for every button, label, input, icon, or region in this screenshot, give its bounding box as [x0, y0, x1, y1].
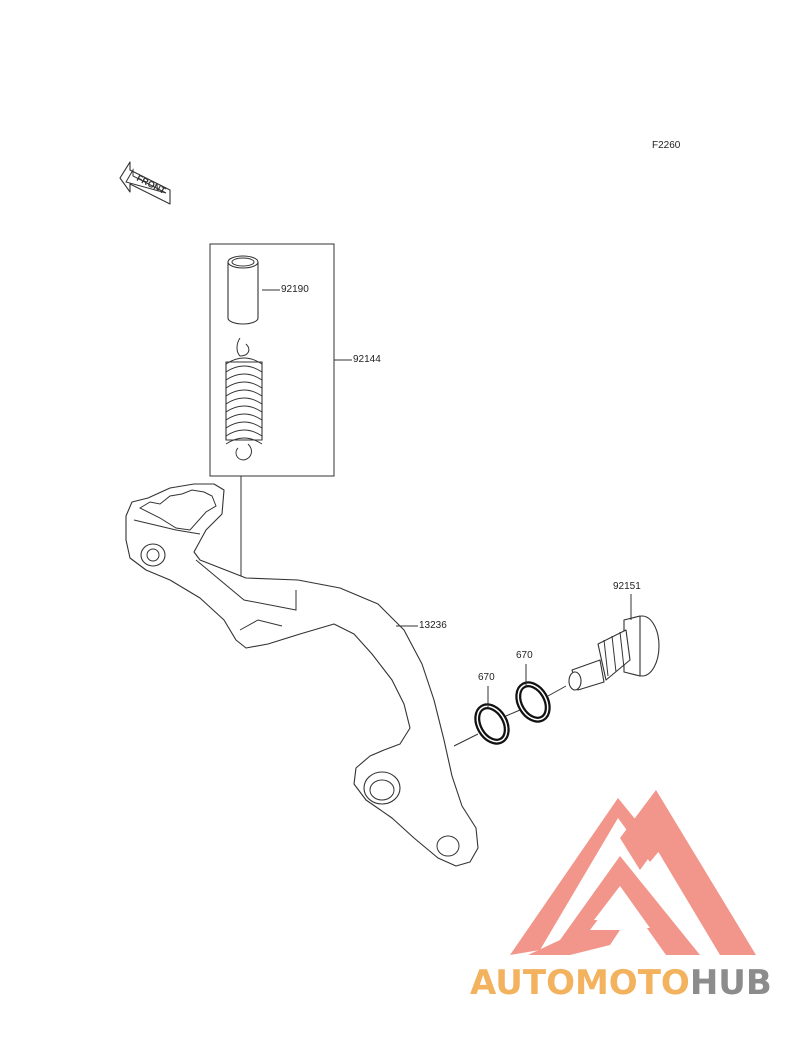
collar-part — [227, 255, 259, 325]
oring-part-1 — [474, 703, 510, 745]
watermark-text-part2: HUB — [689, 963, 772, 1003]
callout-92144: 92144 — [353, 354, 381, 366]
callout-670-a: 670 — [478, 672, 495, 684]
brake-pedal-part — [125, 483, 479, 867]
axis-line-2 — [505, 709, 521, 717]
watermark-text: AUTOMOTOHUB — [470, 963, 795, 1003]
oring-part-2 — [515, 681, 551, 723]
callout-13236: 13236 — [419, 620, 447, 632]
watermark-logo — [510, 790, 756, 955]
axis-line-3 — [547, 685, 567, 697]
spring-part — [225, 337, 263, 461]
watermark-text-part1: AUTOMOTO — [470, 963, 690, 1003]
callout-92190: 92190 — [281, 284, 309, 296]
figure-code: F2260 — [652, 140, 681, 152]
pivot-bolt-part — [568, 615, 660, 691]
front-arrow-icon: FRONT — [119, 161, 171, 205]
callout-92151: 92151 — [613, 581, 641, 593]
callout-670-b: 670 — [516, 650, 533, 662]
axis-line-1 — [453, 733, 479, 747]
